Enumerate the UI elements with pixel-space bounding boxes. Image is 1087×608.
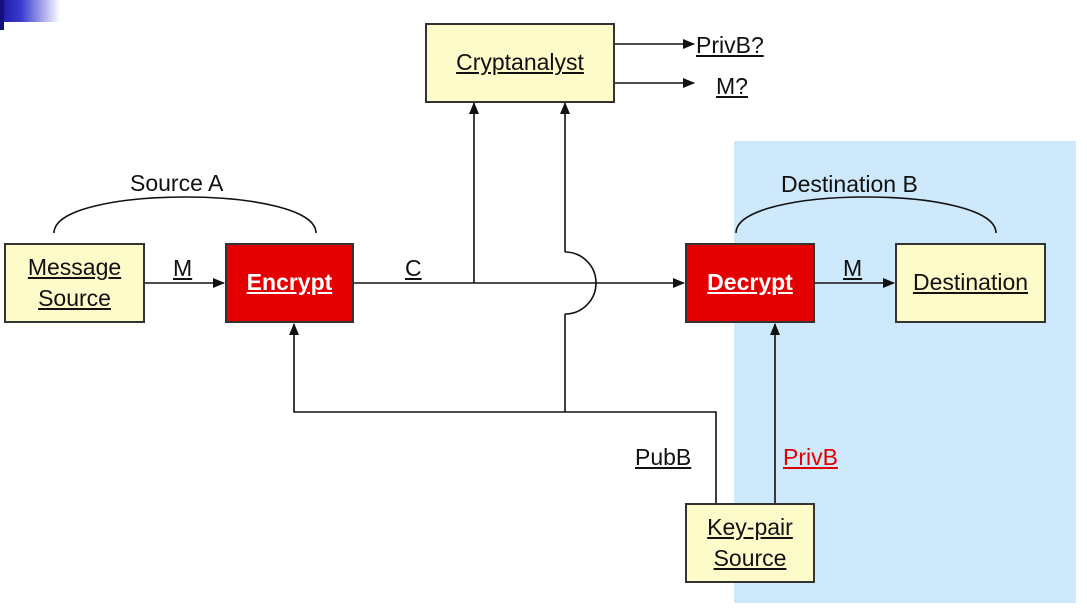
m-right-label: M (843, 255, 863, 281)
message-source-node: Message Source (4, 243, 145, 323)
message-source-line1: Message (27, 253, 122, 280)
slide-corner-decoration (0, 0, 60, 22)
arrow-encrypt-to-decrypt (354, 251, 684, 315)
encrypt-node: Encrypt (225, 243, 354, 323)
destination-label: Destination (912, 269, 1029, 296)
pubb-label: PubB (635, 444, 692, 470)
c-label: C (405, 255, 422, 281)
destination-node: Destination (895, 243, 1046, 323)
keypair-source-node: Key-pair Source (685, 503, 815, 583)
source-a-label: Source A (130, 170, 224, 196)
cryptanalyst-node: Cryptanalyst (425, 23, 615, 103)
destination-b-label: Destination B (781, 171, 918, 197)
slide-corner-bar (0, 0, 4, 30)
cryptanalyst-label: Cryptanalyst (456, 49, 584, 76)
keypair-line1: Key-pair (707, 513, 793, 540)
m-question-label: M? (716, 73, 748, 99)
pubb-bus (289, 323, 717, 503)
source-a-brace (53, 196, 317, 234)
message-source-line2: Source (38, 285, 111, 311)
privb-question-label: PrivB? (696, 32, 764, 58)
privb-label: PrivB (783, 444, 838, 470)
decrypt-node: Decrypt (685, 243, 815, 323)
decrypt-label: Decrypt (707, 269, 793, 296)
keypair-line2: Source (713, 545, 787, 571)
destination-b-brace (735, 196, 997, 234)
m-left-label: M (173, 255, 193, 281)
encrypt-label: Encrypt (246, 269, 333, 296)
